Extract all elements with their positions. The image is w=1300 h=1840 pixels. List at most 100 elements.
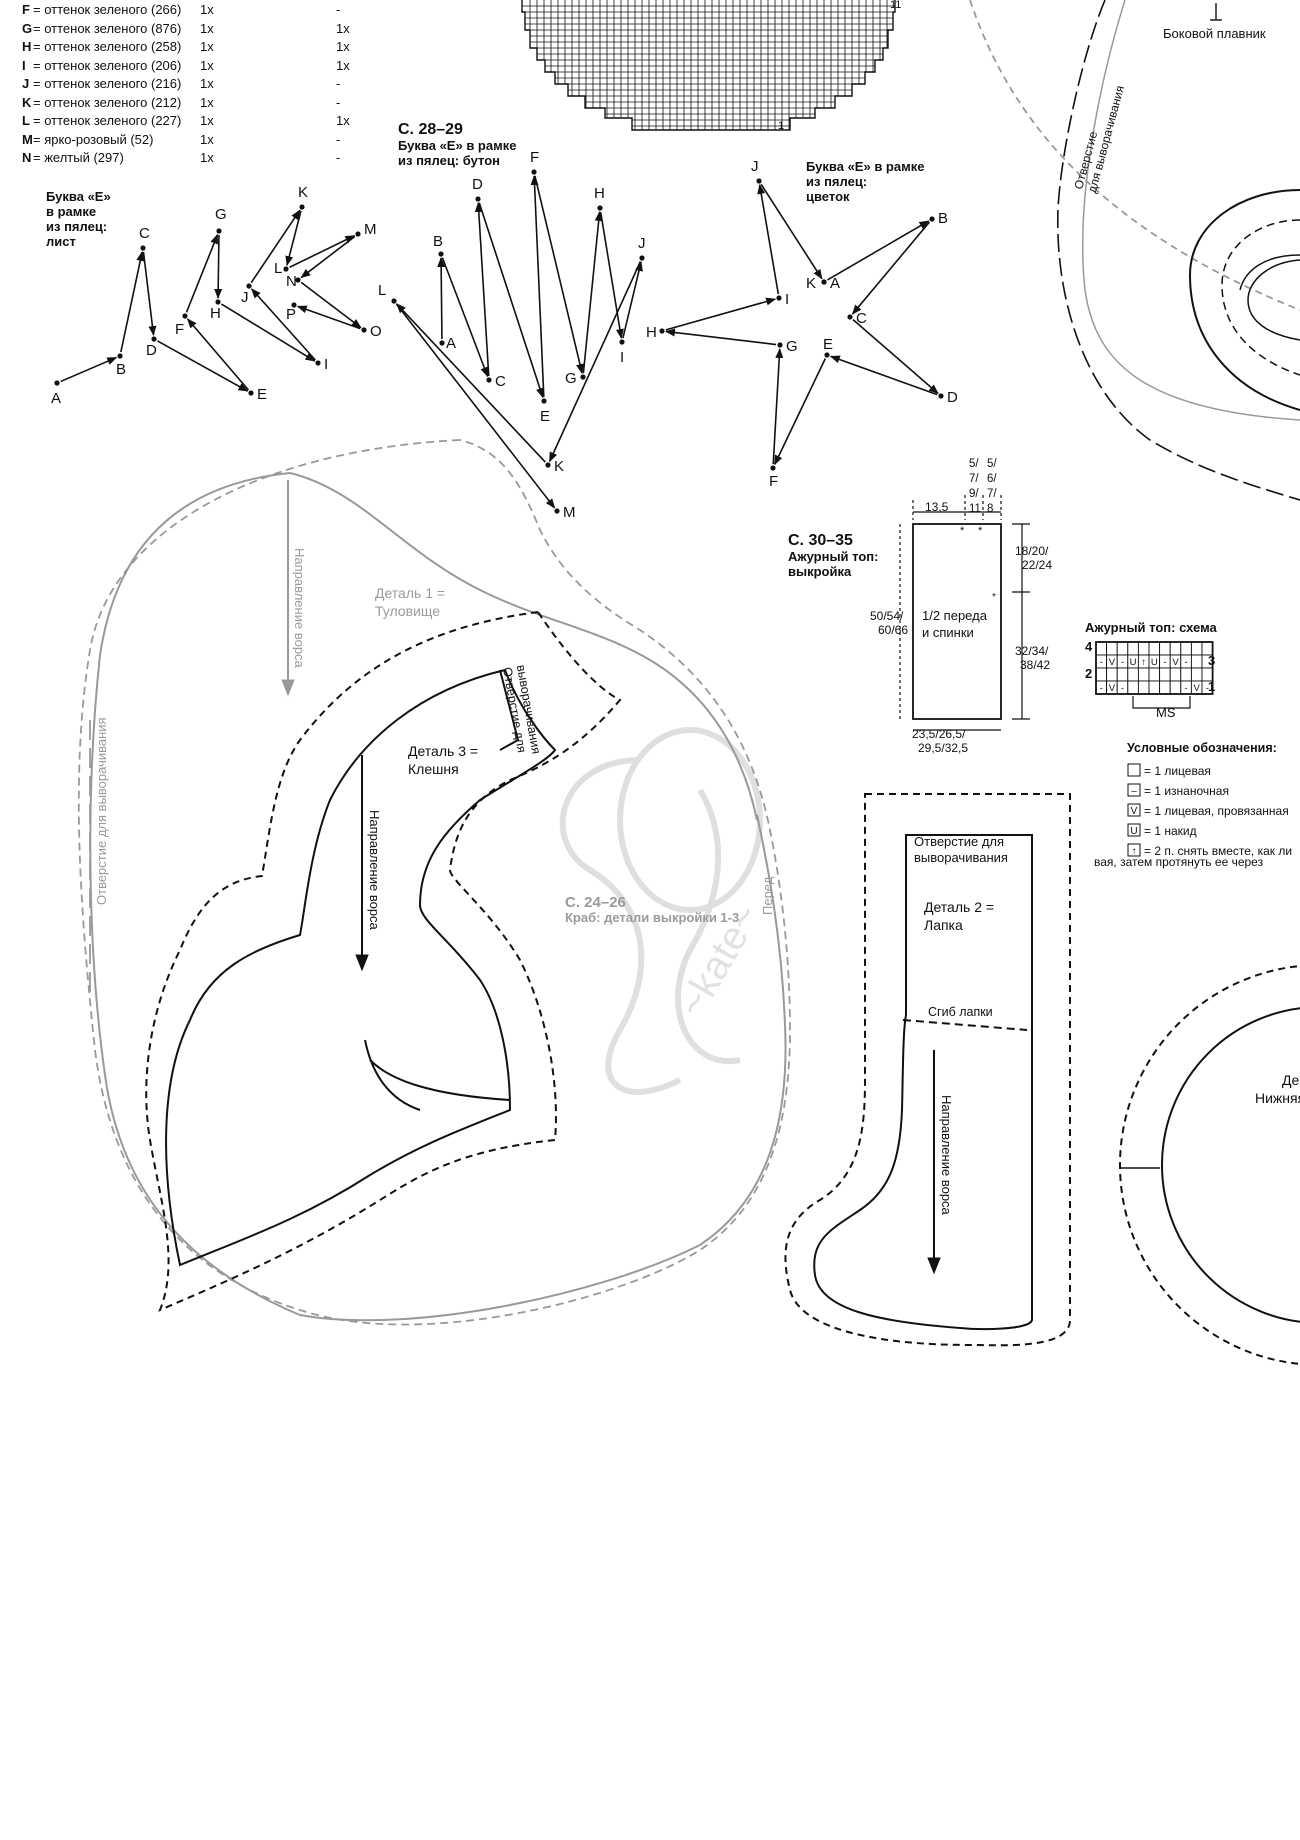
stitch-cell: [1106, 667, 1118, 682]
point-label: I: [620, 349, 624, 366]
symbols-title: Условные обозначения:: [1127, 741, 1277, 755]
arrow-line: [185, 233, 219, 313]
arrow-line: [251, 288, 316, 361]
symbols-legend: Условные обозначения: = 1 лицевая–= 1 из…: [1094, 741, 1292, 869]
top-dim-left-1: 50/54/: [870, 609, 904, 623]
symbol-text: = 1 лицевая, провязанная: [1144, 804, 1289, 818]
arrow-line: [437, 256, 446, 340]
grid-label-right: 11: [890, 0, 901, 11]
legend-letter: I: [22, 57, 26, 73]
point-dot: [54, 380, 60, 386]
point-dot: [355, 231, 361, 237]
point-label: C: [139, 225, 150, 242]
arrow-line: [60, 356, 118, 383]
bud-title-1: Буква «E» в рамке: [398, 138, 516, 153]
bud-diagram: С. 28–29 Буква «E» в рамке из пялец: бут…: [378, 121, 646, 521]
top-dim-right-top-1: 18/20/: [1015, 544, 1049, 558]
point-dot: [531, 169, 537, 175]
point-dot: [291, 302, 297, 308]
legend-count-1: 1x: [200, 2, 214, 17]
top-dim-right-top-2: 22/24: [1022, 558, 1052, 572]
stitch-cell: [1169, 641, 1182, 656]
leaf-title-2: в рамке: [46, 204, 96, 219]
grid-label-bottom: 1: [778, 120, 784, 132]
point-dot: [140, 245, 146, 251]
top-dim-col-value: 9/: [969, 488, 979, 500]
circle-label-2: Нижняя: [1255, 1090, 1300, 1106]
top-dim-col-value: 5/: [987, 458, 997, 470]
point-label: J: [751, 158, 759, 175]
legend-count-2: -: [336, 131, 341, 147]
stitch-cell: [1180, 641, 1192, 656]
top-star-3: *: [992, 592, 996, 603]
crab-title: Краб: детали выкройки 1-3: [565, 910, 739, 925]
point-dot: [659, 328, 665, 334]
bud-title-2: из пялец: бутон: [398, 153, 500, 168]
legend-row: K= оттенок зеленого (212)1x-: [22, 95, 362, 111]
legend-color-name: = оттенок зеленого (206): [33, 57, 182, 73]
stitch-cell: [1180, 667, 1192, 682]
point-dot: [639, 255, 645, 261]
arrow-line: [250, 209, 301, 284]
point-label: A: [446, 335, 456, 352]
crab-detail3-line1: Деталь 3 =: [408, 743, 478, 759]
top-title-2: выкройка: [788, 564, 852, 579]
point-label: J: [638, 235, 646, 252]
arrow-line: [186, 318, 250, 391]
stitch-cell: [1127, 641, 1139, 656]
legend-count-1: 1x: [200, 76, 214, 91]
point-label: I: [785, 291, 789, 308]
point-dot: [821, 279, 827, 285]
point-label: G: [565, 370, 577, 387]
point-dot: [215, 299, 221, 305]
legend-count-1: 1x: [200, 39, 214, 54]
point-label: F: [769, 473, 778, 490]
top-pattern: С. 30–35 Ажурный топ: выкройка 13,5 5/7/…: [788, 458, 1052, 755]
stitch-chart: Ажурный топ: схема -V-U↑U-V--V--V- 4 3 2…: [1085, 620, 1218, 720]
flower-title-1: Буква «E» в рамке: [806, 159, 924, 174]
point-label: P: [286, 306, 296, 323]
stitch-cell: [1095, 641, 1108, 656]
symbol-text: = 1 накид: [1144, 824, 1197, 838]
point-label: M: [364, 221, 377, 238]
legend-count-1: 1x: [200, 20, 214, 36]
point-dot: [248, 390, 254, 396]
symbol-box: [1127, 763, 1141, 777]
point-label: A: [51, 390, 61, 407]
stitch-cell: [1190, 641, 1203, 656]
point-dot: [117, 353, 123, 359]
point-dot: [938, 393, 944, 399]
point-label: D: [472, 176, 483, 193]
point-label: F: [530, 149, 539, 166]
legend-color-name: = оттенок зеленого (266): [33, 2, 182, 17]
stitch-cell: [1137, 680, 1150, 695]
symbol-text: = 1 лицевая: [1144, 764, 1211, 778]
legend-letter: N: [22, 150, 32, 165]
paw-opening-2: выворачивания: [914, 850, 1008, 865]
paw-detail2-line2: Лапка: [924, 917, 963, 933]
point-label: F: [175, 321, 184, 338]
arrow-line: [664, 328, 777, 346]
point-dot: [619, 339, 625, 345]
legend-count-2: -: [336, 94, 341, 110]
arrow-line: [441, 257, 489, 378]
symbol-glyph: ↑: [1132, 846, 1137, 857]
point-label: E: [823, 336, 833, 353]
legend-count-1: 1x: [200, 150, 214, 165]
stitch-symbol: U: [1130, 657, 1137, 668]
point-dot: [545, 462, 551, 468]
top-dim-top-left: 13,5: [925, 500, 949, 514]
stitch-row-2: 2: [1085, 666, 1092, 681]
arrow-line: [296, 305, 361, 330]
crab-body-piece: [77, 439, 791, 1326]
stitch-cell: [1095, 667, 1108, 682]
stitch-cell: [1169, 667, 1182, 682]
point-label: L: [274, 260, 282, 277]
symbol-glyph: V: [1131, 806, 1138, 817]
top-dim-left-2: 60/66: [878, 623, 908, 637]
flower-diagram: Буква «E» в рамке из пялец: цветок ABCDE…: [646, 158, 958, 490]
stitch-repeat-label: MS: [1156, 705, 1176, 720]
grid-chart: [521, 0, 896, 131]
